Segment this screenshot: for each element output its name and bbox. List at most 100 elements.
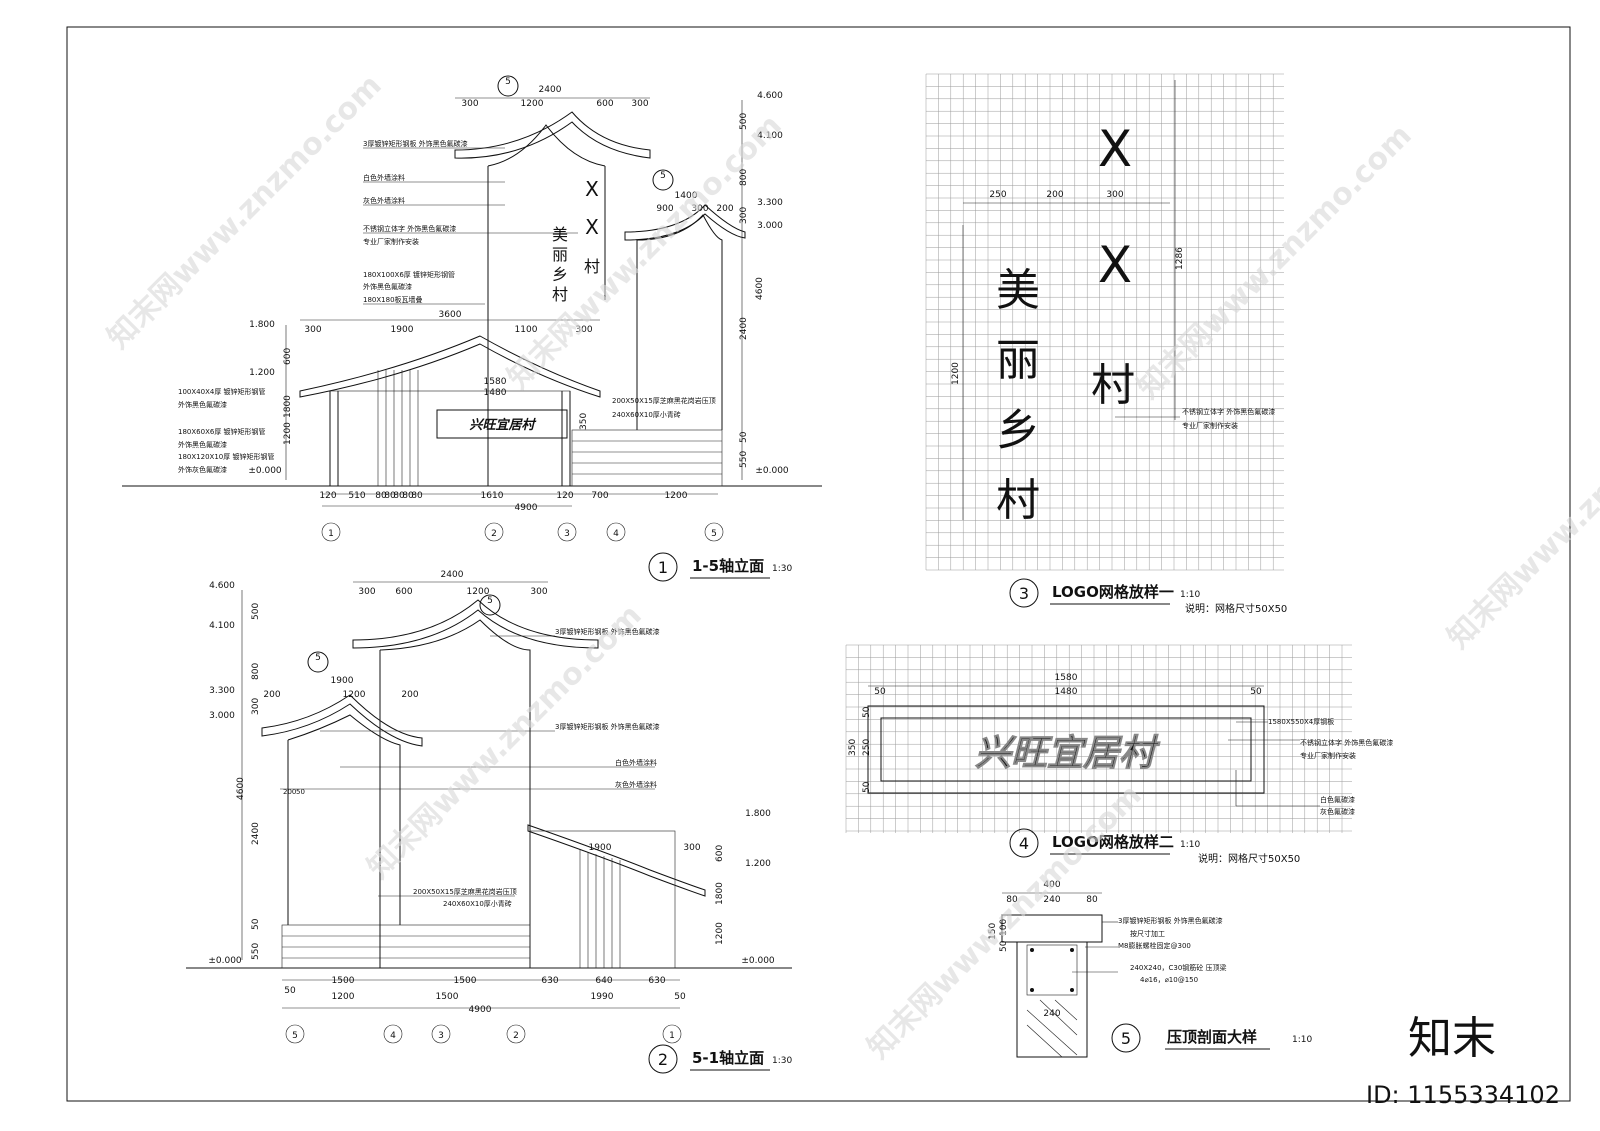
bot-dim-2: 80 bbox=[375, 491, 387, 501]
rdim1-1: 800 bbox=[739, 169, 749, 186]
bot-dim-5: 80 bbox=[402, 491, 414, 501]
detail-note-4: 4⌀16，⌀10@150 bbox=[1140, 976, 1198, 984]
bot2-4: 640 bbox=[595, 976, 612, 986]
tall-wall-2 bbox=[379, 619, 531, 968]
mid-dim-1: 900 bbox=[656, 204, 673, 214]
detail-note-0: 3厚镀锌矩形钢板 外饰黑色氟碳漆 bbox=[1118, 916, 1223, 925]
rdim1-3: 4600 bbox=[755, 277, 765, 300]
bot-dim-3: 80 bbox=[384, 491, 396, 501]
roof-dim-0: 3600 bbox=[439, 310, 462, 320]
logo2-dim-4: 350 bbox=[848, 739, 858, 756]
view3-scale: 1:10 bbox=[1180, 590, 1200, 600]
top2-0: 2400 bbox=[441, 570, 464, 580]
logo2-dim-5: 250 bbox=[862, 739, 872, 756]
lv1-4: 1.800 bbox=[249, 320, 275, 330]
brand-logo: 知末 bbox=[1408, 1013, 1496, 1064]
bot2-7: 1500 bbox=[436, 992, 459, 1002]
mid2-3: 200 bbox=[401, 690, 418, 700]
note2-3: 灰色外墙涂料 bbox=[615, 780, 657, 789]
logo1-l2-3: 乡 bbox=[996, 405, 1040, 456]
rdim2-1: 1800 bbox=[715, 882, 725, 905]
logo1-note-0: 不锈钢立体字 外饰黑色氟碳漆 bbox=[1182, 407, 1275, 416]
bot2-6: 1200 bbox=[332, 992, 355, 1002]
bot2-9: 50 bbox=[674, 992, 686, 1002]
view3-note: 说明：网格尺寸50X50 bbox=[1185, 602, 1287, 615]
lv2-0: 4.600 bbox=[209, 581, 235, 591]
note2-leaders bbox=[280, 635, 655, 897]
view4-title: LOGO网格放样二 bbox=[1052, 833, 1174, 851]
note1-low-4: 180X120X10厚 镀锌矩形钢管 bbox=[178, 452, 274, 461]
bot2-8: 1990 bbox=[591, 992, 614, 1002]
rdim1-4: 2400 bbox=[739, 317, 749, 340]
section-marker-top bbox=[497, 75, 519, 97]
axis-1-1: 2 bbox=[491, 529, 497, 539]
detail-dim-3: 80 bbox=[1086, 895, 1098, 905]
view5-bubble bbox=[1111, 1023, 1141, 1053]
note1-2: 灰色外墙涂料 bbox=[363, 196, 405, 205]
lv2-2: 3.300 bbox=[209, 686, 235, 696]
tall-wall-cap-2 bbox=[352, 599, 599, 649]
pavilion-wall-2 bbox=[529, 830, 676, 969]
logo2-note-2: 专业厂家制作安装 bbox=[1300, 751, 1356, 760]
top2-4: 300 bbox=[530, 587, 547, 597]
axis-1-3: 4 bbox=[613, 529, 619, 539]
grid-2-lines bbox=[845, 644, 1352, 833]
note1-r-1: 240X60X10厚小青砖 bbox=[612, 410, 681, 419]
bot2-5: 630 bbox=[648, 976, 665, 986]
tall-wall-outline bbox=[487, 124, 606, 486]
top-dim-1: 300 bbox=[461, 99, 478, 109]
right-wall-outline bbox=[636, 214, 723, 430]
top2-1: 300 bbox=[358, 587, 375, 597]
low-wall-cap-2 bbox=[261, 694, 423, 747]
view5-scale: 1:10 bbox=[1292, 1035, 1312, 1045]
detail-leaders bbox=[1072, 921, 1118, 973]
section-marker-mid-label: 5 bbox=[660, 171, 666, 181]
right-wall-cap bbox=[624, 204, 746, 241]
coping-beam bbox=[1026, 944, 1078, 996]
detail-dim-0: 400 bbox=[1043, 880, 1060, 890]
logo1-dim-1: 200 bbox=[1046, 190, 1063, 200]
note1-5: 180X100X6厚 镀锌矩形钢管 bbox=[363, 270, 455, 279]
logo2-outer-frame bbox=[867, 705, 1265, 794]
bot2-1: 1500 bbox=[332, 976, 355, 986]
note1-low-2: 180X60X6厚 镀锌矩形钢管 bbox=[178, 427, 266, 436]
lv1-3: 3.000 bbox=[757, 221, 783, 231]
pavilion-roof bbox=[299, 335, 601, 398]
bot2-0: 50 bbox=[284, 986, 296, 996]
view1-num: 1 bbox=[658, 558, 668, 577]
detail-dim-5: 50 bbox=[999, 940, 1009, 952]
axis-1-0: 1 bbox=[328, 529, 334, 539]
top2-3: 1200 bbox=[467, 587, 490, 597]
ldim1-0: 600 bbox=[283, 348, 293, 365]
section-marker-top-label: 5 bbox=[505, 77, 511, 87]
top2-2: 600 bbox=[395, 587, 412, 597]
logo2-dim-6: 50 bbox=[862, 706, 872, 718]
hatch bbox=[1026, 999, 1078, 1058]
lv2-4: ±0.000 bbox=[208, 956, 242, 966]
view3-title: LOGO网格放样一 bbox=[1052, 583, 1174, 601]
view5-num: 5 bbox=[1121, 1029, 1131, 1048]
detail-dim-1: 80 bbox=[1006, 895, 1018, 905]
low-wall-2 bbox=[287, 714, 401, 925]
logo2-note-1: 不锈钢立体字 外饰黑色氟碳漆 bbox=[1300, 738, 1393, 747]
logo2-note-3: 白色氟碳漆 bbox=[1320, 795, 1355, 804]
note1-6: 外饰黑色氟碳漆 bbox=[363, 282, 412, 291]
note1-leaders bbox=[363, 147, 578, 305]
note1-r-0: 200X50X15厚芝麻黑花岗岩压顶 bbox=[612, 396, 716, 405]
note2-1: 3厚镀锌矩形钢板 外饰黑色氟碳漆 bbox=[555, 722, 660, 731]
axis-row-2 bbox=[285, 1024, 682, 1044]
view2-num: 2 bbox=[658, 1050, 668, 1069]
lv2-r2: ±0.000 bbox=[741, 956, 775, 966]
detail-dim-2: 240 bbox=[1043, 895, 1060, 905]
note2-4: 200X50X15厚芝麻黑花岗岩压顶 bbox=[413, 887, 517, 896]
view1-scale: 1:30 bbox=[772, 564, 792, 574]
ldim2-1: 800 bbox=[251, 663, 261, 680]
rdim1-7: 550 bbox=[739, 451, 749, 468]
ldim2-5: 50 bbox=[251, 918, 261, 930]
coping-wall bbox=[1016, 941, 1088, 1058]
lv2-3: 3.000 bbox=[209, 711, 235, 721]
logo1-x1: X bbox=[1098, 120, 1132, 178]
plaque-dim-1: 1580 bbox=[484, 377, 507, 387]
lv1-2: 3.300 bbox=[757, 198, 783, 208]
